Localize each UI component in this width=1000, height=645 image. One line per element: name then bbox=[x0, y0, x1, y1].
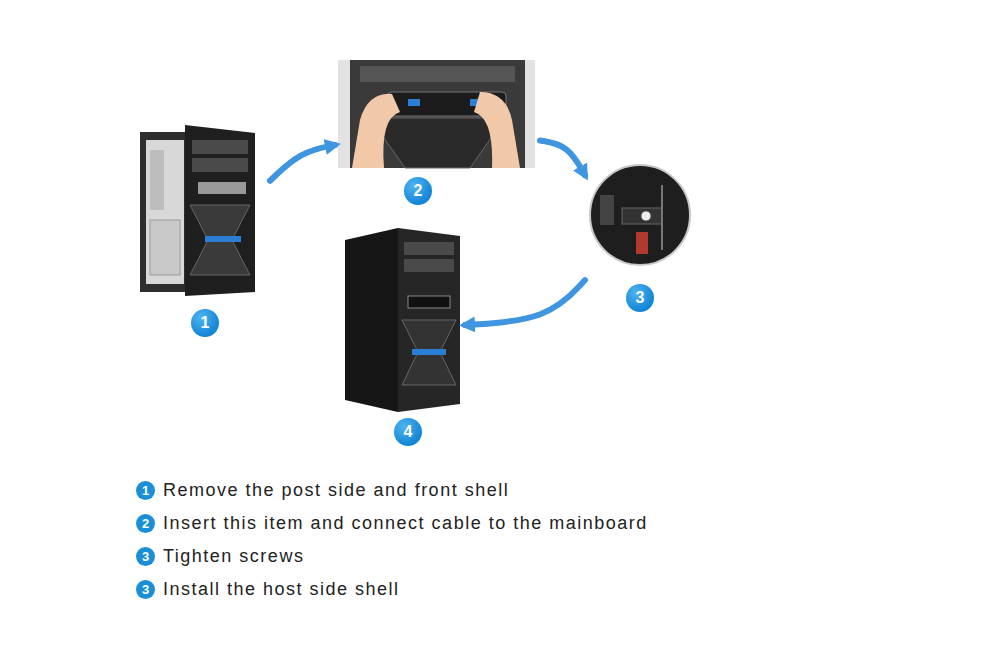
closeup-circle bbox=[590, 165, 690, 265]
bracket bbox=[600, 195, 614, 225]
right-hand bbox=[474, 92, 520, 168]
step-arrow bbox=[270, 145, 335, 181]
case-side-frame bbox=[140, 132, 190, 292]
drive-bay bbox=[404, 242, 454, 255]
case-front bbox=[350, 60, 525, 168]
case-front bbox=[398, 228, 460, 412]
callout-number: 4 bbox=[394, 418, 422, 446]
front-panel-module bbox=[408, 296, 450, 308]
step-instruction: Tighten screws bbox=[163, 546, 304, 567]
case-interior bbox=[146, 140, 184, 284]
callout-number: 2 bbox=[404, 177, 432, 205]
bullet-number: 3 bbox=[136, 580, 155, 599]
left-hand bbox=[352, 94, 400, 168]
drive-bay bbox=[192, 158, 248, 172]
red-part bbox=[636, 232, 648, 254]
drive-bay bbox=[192, 140, 248, 154]
bullet-number: 1 bbox=[136, 481, 155, 500]
step-instruction: Insert this item and connect cable to th… bbox=[163, 513, 648, 534]
step-arrow bbox=[465, 280, 585, 325]
bullet-number: 2 bbox=[136, 514, 155, 533]
step-panel: 1 bbox=[140, 120, 270, 337]
step-arrow bbox=[540, 141, 585, 176]
front-x-shape bbox=[190, 205, 250, 275]
step-row: 3 Tighten screws bbox=[136, 545, 648, 567]
closed-tower-illustration bbox=[345, 228, 460, 412]
step-instruction: Install the host side shell bbox=[163, 579, 400, 600]
step-instruction: Remove the post side and front shell bbox=[163, 480, 509, 501]
callout-number: 1 bbox=[191, 309, 219, 337]
frame-edge bbox=[661, 185, 663, 250]
case-side bbox=[345, 228, 398, 412]
mount-plate bbox=[622, 208, 662, 224]
screw bbox=[641, 211, 651, 221]
open-tower-illustration bbox=[140, 125, 255, 296]
front-x-shape bbox=[402, 320, 456, 385]
bullet-number: 3 bbox=[136, 547, 155, 566]
photo-ground bbox=[338, 60, 535, 168]
drive-bay bbox=[360, 66, 515, 82]
step-panel: 2 bbox=[335, 55, 540, 205]
step-row: 3 Install the host side shell bbox=[136, 578, 648, 600]
drive-bay bbox=[404, 259, 454, 272]
blue-light bbox=[412, 349, 446, 355]
step-row: 2 Insert this item and connect cable to t… bbox=[136, 512, 648, 534]
callout-number: 3 bbox=[626, 284, 654, 312]
step-list: 1Remove the post side and front shell2In… bbox=[136, 479, 648, 611]
case-vent bbox=[150, 220, 180, 275]
insert-panel-illustration bbox=[338, 60, 535, 168]
step-row: 1 Remove the post side and front shell bbox=[136, 479, 648, 501]
step-panel: 4 bbox=[340, 222, 465, 446]
usb-port bbox=[408, 99, 420, 106]
step-panel: 3 bbox=[585, 160, 695, 312]
screw-closeup-illustration bbox=[590, 165, 690, 265]
case-front bbox=[185, 125, 255, 296]
panel-slot bbox=[198, 182, 246, 194]
blue-light bbox=[205, 236, 241, 242]
case-interior-part bbox=[150, 150, 164, 210]
front-x-shape bbox=[370, 118, 505, 168]
